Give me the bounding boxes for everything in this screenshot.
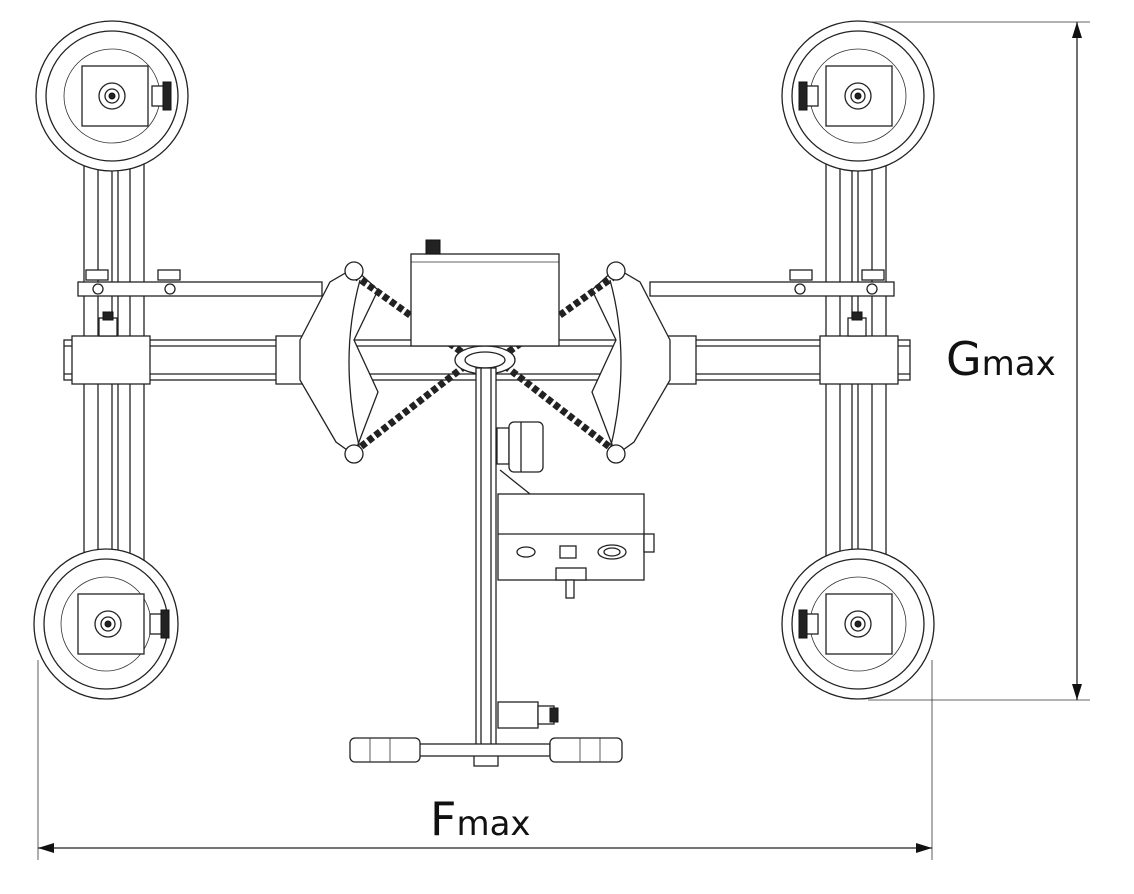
gmax-letter: G xyxy=(946,332,982,386)
fmax-letter: F xyxy=(430,792,457,846)
gmax-dimension-label: Gmax xyxy=(946,336,1056,382)
control-box-top xyxy=(410,239,560,347)
fmax-subscript: max xyxy=(456,804,531,844)
suction-pad-top-left xyxy=(35,20,189,172)
suction-pad-bottom-left xyxy=(33,548,179,700)
side-plates xyxy=(299,267,671,457)
suction-pad-bottom-right xyxy=(781,548,935,700)
valve xyxy=(497,701,559,729)
gmax-subscript: max xyxy=(981,344,1056,384)
center-spine xyxy=(473,367,499,767)
suction-pad-top-right xyxy=(781,20,935,172)
handle-bar xyxy=(349,737,623,763)
dimension-gmax xyxy=(868,21,1090,701)
fmax-dimension-label: Fmax xyxy=(430,796,531,842)
vacuum-gauge xyxy=(496,421,544,495)
dimension-fmax xyxy=(37,660,933,860)
control-box-lower xyxy=(497,493,655,599)
upper-cross-bar xyxy=(77,269,895,297)
